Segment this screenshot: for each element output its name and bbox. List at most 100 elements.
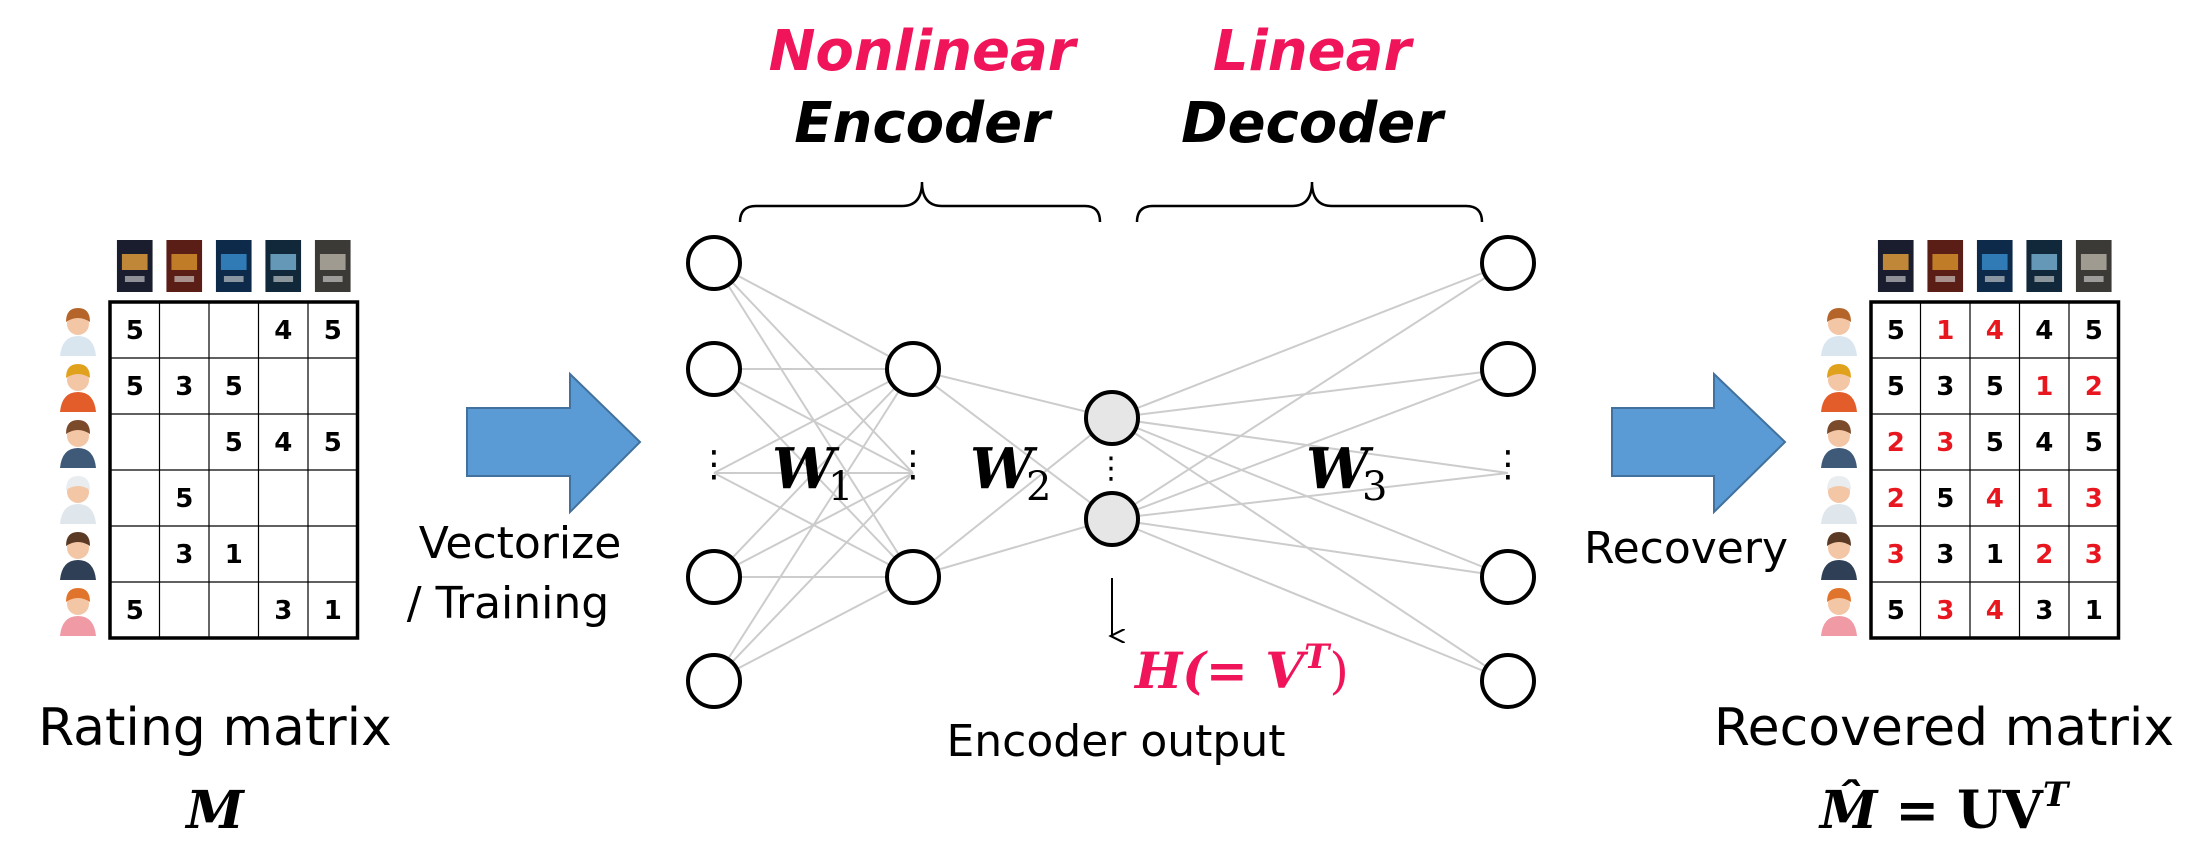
svg-text:2: 2 bbox=[1026, 464, 1051, 510]
decoder-kind-label: Linear bbox=[1213, 19, 1415, 84]
rating-cell: 5 bbox=[225, 372, 243, 402]
rating-cell: 5 bbox=[1986, 428, 2004, 458]
rating-cell: 5 bbox=[1887, 316, 1905, 346]
rating-cell: 1 bbox=[324, 596, 342, 626]
sci-fi-poster-icon bbox=[1976, 240, 2013, 292]
avengers-poster-icon bbox=[1927, 240, 1964, 292]
decoder-label: Decoder bbox=[1181, 91, 1446, 156]
svg-text:W: W bbox=[772, 436, 840, 502]
woman-user-icon bbox=[60, 588, 96, 636]
edge-w3 bbox=[1111, 417, 1509, 578]
edge-w3 bbox=[1111, 518, 1509, 682]
recovered-rating-cell: 1 bbox=[2035, 484, 2053, 514]
rating-matrix-symbol: M bbox=[184, 780, 245, 841]
rating-cell: 5 bbox=[126, 316, 144, 346]
encoder-output-label: Encoder output bbox=[946, 716, 1285, 767]
edge-w1 bbox=[713, 472, 914, 682]
network-edges bbox=[713, 262, 1509, 682]
edge-w3 bbox=[1111, 262, 1509, 520]
rating-cell: 3 bbox=[1936, 540, 1954, 570]
recovered-rating-cell: 3 bbox=[2085, 484, 2103, 514]
output-node bbox=[1480, 549, 1536, 605]
star-wars-poster-icon bbox=[116, 240, 153, 292]
businessman-user-icon bbox=[1821, 532, 1857, 580]
edge-w3 bbox=[1111, 417, 1509, 474]
output-node bbox=[1480, 235, 1536, 291]
drama-poster-icon bbox=[2075, 240, 2112, 292]
recovery-label: Recovery bbox=[1584, 523, 1788, 574]
rating-cell: 4 bbox=[2035, 316, 2053, 346]
weight-label-w1: W 1 bbox=[772, 436, 853, 510]
edge-w2 bbox=[912, 417, 1113, 578]
rating-cell: 5 bbox=[1887, 596, 1905, 626]
vectorize-label: Vectorize bbox=[419, 518, 622, 569]
rating-cell: 3 bbox=[274, 596, 292, 626]
encoder-label: Encoder bbox=[794, 91, 1053, 156]
rating-cell: 5 bbox=[126, 372, 144, 402]
hidden-node bbox=[885, 341, 941, 397]
edge-w1 bbox=[713, 472, 914, 578]
edge-w1 bbox=[713, 368, 914, 474]
svg-text:W: W bbox=[1306, 436, 1374, 502]
training-label: / Training bbox=[407, 578, 609, 629]
input-node bbox=[686, 235, 742, 291]
space-poster-icon bbox=[2026, 240, 2063, 292]
rating-cell: 3 bbox=[175, 372, 193, 402]
space-poster-icon bbox=[265, 240, 302, 292]
bottleneck-node bbox=[1084, 491, 1140, 547]
farmer-user-icon bbox=[60, 364, 96, 412]
input-node bbox=[686, 653, 742, 709]
farmer-user-icon bbox=[1821, 364, 1857, 412]
rating-cell: 5 bbox=[126, 596, 144, 626]
input-node bbox=[686, 549, 742, 605]
recovered-rating-cell: 3 bbox=[1936, 428, 1954, 458]
bottleneck-node bbox=[1084, 390, 1140, 446]
recovered-rating-cell: 4 bbox=[1986, 596, 2004, 626]
rating-cell: 5 bbox=[2085, 428, 2103, 458]
recovered-rating-cell: 3 bbox=[1936, 596, 1954, 626]
rating-cell: 1 bbox=[225, 540, 243, 570]
recovered-rating-cell: 2 bbox=[2085, 372, 2103, 402]
drama-poster-icon bbox=[314, 240, 351, 292]
recovered-rating-cell: 4 bbox=[1986, 316, 2004, 346]
star-wars-poster-icon bbox=[1877, 240, 1914, 292]
mechanic-user-icon bbox=[60, 420, 96, 468]
network-nodes bbox=[686, 235, 1536, 709]
rating-cell: 1 bbox=[2085, 596, 2103, 626]
recovered-matrix-title: Recovered matrix bbox=[1714, 698, 2174, 758]
mechanic-user-icon bbox=[1821, 420, 1857, 468]
output-node bbox=[1480, 653, 1536, 709]
edge-w3 bbox=[1111, 368, 1509, 419]
edge-w3 bbox=[1111, 262, 1509, 419]
recovered-rating-cell: 1 bbox=[2035, 372, 2053, 402]
recovered-rating-cell: 1 bbox=[1936, 316, 1954, 346]
sci-fi-poster-icon bbox=[215, 240, 252, 292]
chef-user-icon bbox=[60, 476, 96, 524]
recovered-rating-cell: 2 bbox=[2035, 540, 2053, 570]
svg-text:W: W bbox=[970, 436, 1038, 502]
doctor-user-icon bbox=[1821, 308, 1857, 356]
hidden-layer-ellipsis: ⋮ bbox=[895, 444, 931, 485]
rating-cell: 5 bbox=[1887, 372, 1905, 402]
edge-w3 bbox=[1111, 368, 1509, 520]
bottleneck-ellipsis: ⋮ bbox=[1096, 451, 1126, 486]
decoder-brace bbox=[1135, 181, 1484, 223]
weight-label-w2: W 2 bbox=[970, 436, 1051, 510]
recovered-rating-cell: 3 bbox=[2085, 540, 2103, 570]
avengers-poster-icon bbox=[166, 240, 203, 292]
edge-w3 bbox=[1111, 417, 1509, 682]
vectorize-block-arrow bbox=[466, 371, 642, 515]
input-node bbox=[686, 341, 742, 397]
weight-label-w3: W 3 bbox=[1306, 436, 1387, 510]
rating-cell: 3 bbox=[2035, 596, 2053, 626]
edge-w3 bbox=[1111, 518, 1509, 578]
edge-w3 bbox=[1111, 472, 1509, 520]
encoder-brace bbox=[738, 181, 1102, 223]
doctor-user-icon bbox=[60, 308, 96, 356]
rating-cell: 5 bbox=[1986, 372, 2004, 402]
recovered-rating-cell: 3 bbox=[1887, 540, 1905, 570]
recovered-rating-cell: 2 bbox=[1887, 484, 1905, 514]
